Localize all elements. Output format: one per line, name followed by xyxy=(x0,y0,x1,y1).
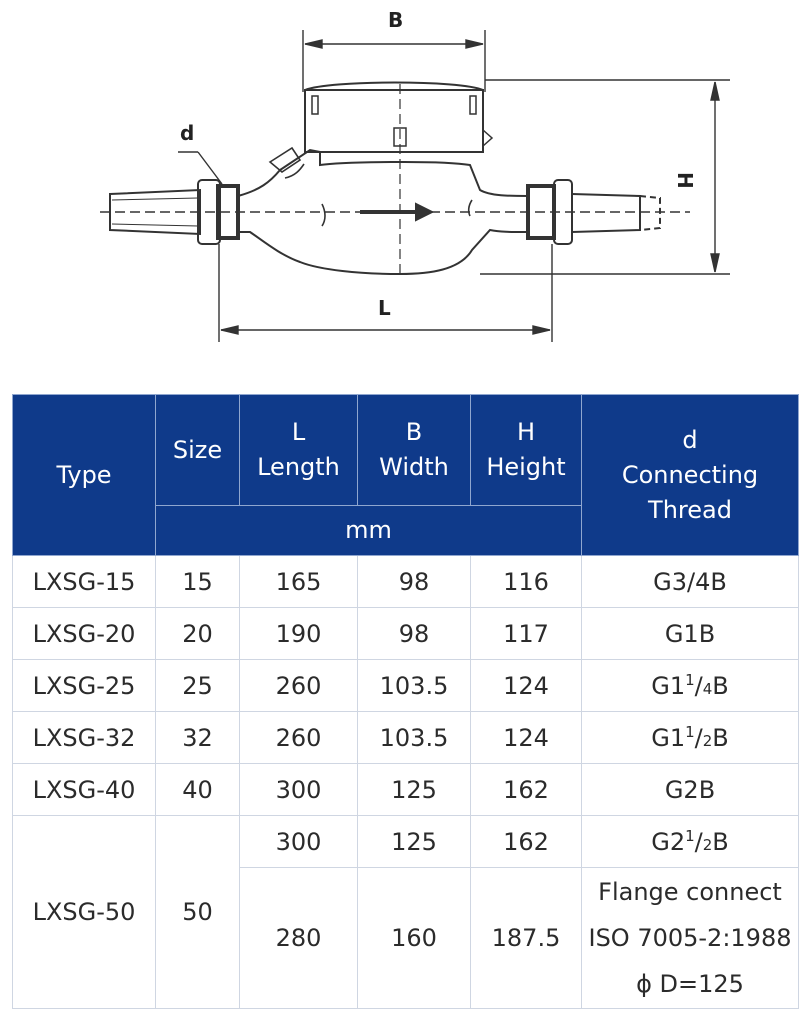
cell-width: 98 xyxy=(357,607,471,660)
outlet-nut xyxy=(553,179,573,245)
cell-height: 116 xyxy=(470,555,582,608)
header-length-symbol: L xyxy=(291,418,306,446)
cell-type: LXSG-25 xyxy=(12,659,156,712)
cell-length: 280 xyxy=(239,867,358,1009)
cell-height: 162 xyxy=(470,763,582,816)
thread-prefix: G1 xyxy=(651,671,686,700)
cell-size: 50 xyxy=(155,815,240,1009)
label-h: H xyxy=(673,172,697,189)
cell-width: 125 xyxy=(357,763,471,816)
cell-height: 187.5 xyxy=(470,867,582,1009)
thread-denominator: 2 xyxy=(702,835,713,854)
cell-thread: G1B xyxy=(581,607,799,660)
cell-width: 98 xyxy=(357,555,471,608)
cell-type: LXSG-50 xyxy=(12,815,156,1009)
cell-thread: G11/4B xyxy=(581,659,799,712)
table-row: LXSG-40 40 300 125 162 G2B xyxy=(12,763,799,816)
header-width-symbol: B xyxy=(405,418,423,446)
header-height: H Height xyxy=(470,394,582,506)
header-width-name: Width xyxy=(379,453,449,481)
header-thread-symbol: d xyxy=(682,425,698,454)
cell-width: 103.5 xyxy=(357,659,471,712)
cell-thread-flange: Flange connect ISO 7005-2:1988 ϕ D=125 xyxy=(581,867,799,1009)
header-thread: d Connecting Thread xyxy=(581,394,799,556)
outlet-pipe xyxy=(571,193,641,233)
table-row: LXSG-15 15 165 98 116 G3/4B xyxy=(12,555,799,608)
cell-type: LXSG-32 xyxy=(12,711,156,764)
table-row: LXSG-20 20 190 98 117 G1B xyxy=(12,607,799,660)
thread-suffix: B xyxy=(712,671,729,700)
cell-length: 260 xyxy=(239,711,358,764)
flange-line-1: Flange connect xyxy=(598,878,782,906)
register-housing xyxy=(304,89,484,153)
cell-thread: G3/4B xyxy=(581,555,799,608)
header-width: B Width xyxy=(357,394,471,506)
thread-denominator: 4 xyxy=(702,679,713,698)
thread-numerator: 1 xyxy=(685,670,695,689)
cell-height: 124 xyxy=(470,711,582,764)
thread-slash: / xyxy=(694,723,703,752)
thread-prefix: G1 xyxy=(651,723,686,752)
cell-height: 162 xyxy=(470,815,582,868)
cell-length: 260 xyxy=(239,659,358,712)
label-d: d xyxy=(180,121,194,145)
cell-size: 40 xyxy=(155,763,240,816)
header-unit: mm xyxy=(155,505,582,556)
cell-length: 300 xyxy=(239,763,358,816)
cell-type: LXSG-20 xyxy=(12,607,156,660)
thread-numerator: 1 xyxy=(685,826,695,845)
technical-drawing-svg: B H L d xyxy=(100,8,730,342)
cell-type: LXSG-40 xyxy=(12,763,156,816)
cell-thread: G2B xyxy=(581,763,799,816)
cell-size: 25 xyxy=(155,659,240,712)
dimension-h xyxy=(480,79,730,275)
dimension-l xyxy=(218,244,553,342)
header-type: Type xyxy=(12,394,156,556)
cell-thread: G11/2B xyxy=(581,711,799,764)
flange-line-3: ϕ D=125 xyxy=(636,970,744,998)
header-length: L Length xyxy=(239,394,358,506)
thread-slash: / xyxy=(694,827,703,856)
thread-suffix: B xyxy=(712,723,729,752)
cell-length: 190 xyxy=(239,607,358,660)
thread-denominator: 2 xyxy=(702,731,713,750)
specification-table: Type Size L Length B Width H Height d Co… xyxy=(12,394,799,1009)
thread-suffix: B xyxy=(712,827,729,856)
cell-type: LXSG-15 xyxy=(12,555,156,608)
header-height-name: Height xyxy=(486,453,566,481)
table-row: LXSG-32 32 260 103.5 124 G11/2B xyxy=(12,711,799,764)
dimension-d-leader xyxy=(178,151,223,185)
header-length-name: Length xyxy=(257,453,340,481)
label-b: B xyxy=(388,8,403,32)
header-thread-line2: Thread xyxy=(648,495,732,524)
cell-size: 20 xyxy=(155,607,240,660)
thread-prefix: G2 xyxy=(651,827,686,856)
cell-size: 32 xyxy=(155,711,240,764)
label-l: L xyxy=(378,296,391,320)
cell-height: 117 xyxy=(470,607,582,660)
cell-thread: G21/2B xyxy=(581,815,799,868)
cell-size: 15 xyxy=(155,555,240,608)
meter-body xyxy=(237,148,529,276)
thread-slash: / xyxy=(694,671,703,700)
inlet-pipe xyxy=(109,188,201,236)
cell-width: 160 xyxy=(357,867,471,1009)
cell-width: 103.5 xyxy=(357,711,471,764)
flange-line-2: ISO 7005-2:1988 xyxy=(588,924,792,952)
header-size: Size xyxy=(155,394,240,506)
cell-width: 125 xyxy=(357,815,471,868)
table-row: LXSG-25 25 260 103.5 124 G11/4B xyxy=(12,659,799,712)
table-row: LXSG-50 50 300 125 162 G21/2B xyxy=(12,815,799,1009)
cell-length: 165 xyxy=(239,555,358,608)
header-thread-line1: Connecting xyxy=(621,460,759,489)
table-row: 280 160 187.5 Flange connect ISO 7005-2:… xyxy=(13,867,799,1009)
thread-numerator: 1 xyxy=(685,722,695,741)
header-height-symbol: H xyxy=(516,418,536,446)
dimension-b xyxy=(302,30,486,92)
cell-height: 124 xyxy=(470,659,582,712)
water-meter-dimension-drawing: B H L d xyxy=(0,0,810,390)
cell-length: 300 xyxy=(239,815,358,868)
